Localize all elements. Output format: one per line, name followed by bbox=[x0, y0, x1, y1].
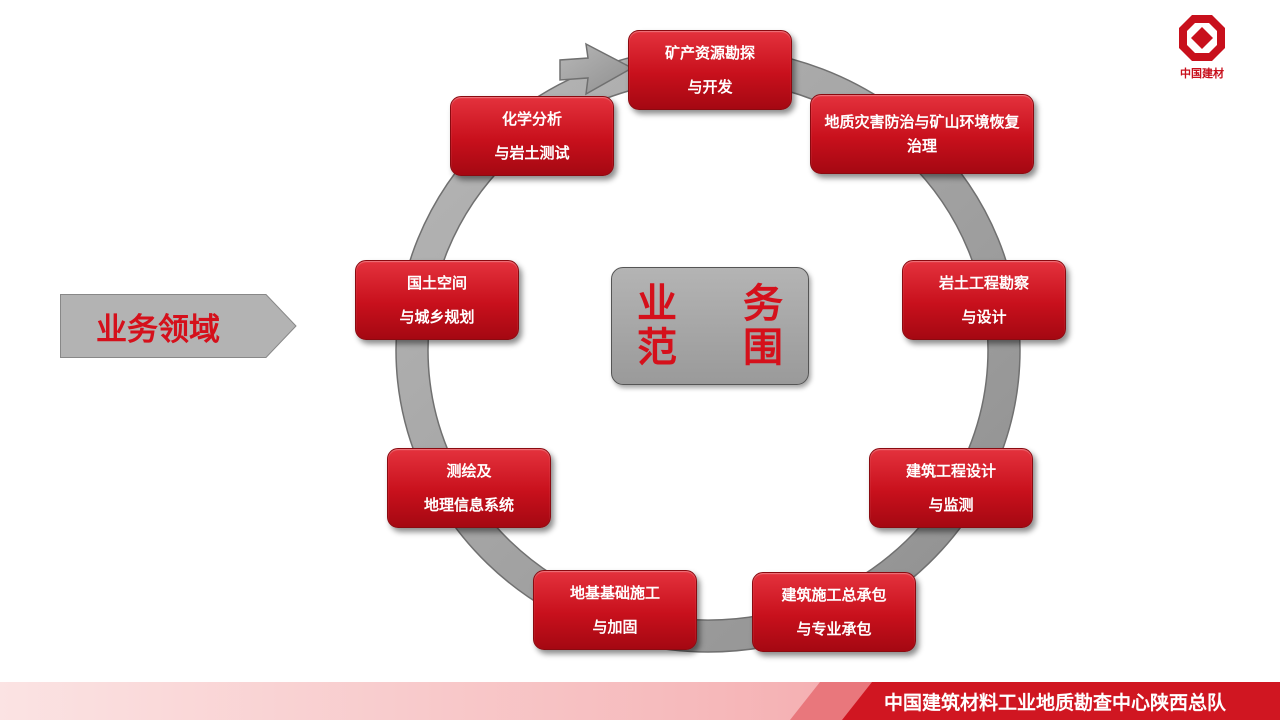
business-domain-label: 业务领域 bbox=[96, 311, 220, 348]
left-label-arrow bbox=[60, 294, 297, 358]
center-title-line1: 业 务 bbox=[637, 281, 809, 327]
node-line2: 地理信息系统 bbox=[423, 496, 514, 514]
node-line1: 岩土工程勘察 bbox=[938, 274, 1029, 292]
node-mineral-exploration: 矿产资源勘探 与开发 bbox=[628, 30, 792, 110]
node-line2: 与监测 bbox=[928, 496, 974, 514]
node-foundation-construction: 地基基础施工 与加固 bbox=[533, 570, 697, 650]
node-line1: 国土空间 bbox=[406, 274, 467, 292]
node-line1: 建筑施工总承包 bbox=[781, 586, 887, 604]
node-line2: 与开发 bbox=[687, 78, 733, 96]
node-line2: 与专业承包 bbox=[796, 620, 872, 638]
center-scope-box: 业 务 范 围 bbox=[611, 267, 809, 385]
node-line1: 测绘及 bbox=[446, 462, 492, 480]
node-line2: 与岩土测试 bbox=[494, 144, 570, 162]
node-line1: 化学分析 bbox=[501, 110, 562, 128]
node-line1: 地基基础施工 bbox=[569, 584, 660, 602]
node-chemical-analysis: 化学分析 与岩土测试 bbox=[450, 96, 614, 176]
company-logo: 中国建材 bbox=[1176, 14, 1228, 81]
node-land-planning: 国土空间 与城乡规划 bbox=[355, 260, 519, 340]
octagon-logo-icon bbox=[1179, 15, 1225, 61]
node-construction-contracting: 建筑施工总承包 与专业承包 bbox=[752, 572, 916, 652]
logo-text: 中国建材 bbox=[1180, 67, 1224, 80]
center-title-line2: 范 围 bbox=[637, 325, 809, 371]
node-line2: 与设计 bbox=[961, 308, 1007, 326]
node-geotech-survey: 岩土工程勘察 与设计 bbox=[902, 260, 1066, 340]
node-line2: 与城乡规划 bbox=[399, 308, 475, 326]
node-line2: 治理 bbox=[906, 137, 937, 155]
node-surveying-gis: 测绘及 地理信息系统 bbox=[387, 448, 551, 528]
footer-org-title: 中国建筑材料工业地质勘查中心陕西总队 bbox=[883, 691, 1226, 714]
cycle-arrow-head bbox=[559, 42, 634, 96]
node-line1: 建筑工程设计 bbox=[905, 462, 996, 480]
node-line1: 地质灾害防治与矿山环境恢复 bbox=[824, 113, 1020, 131]
node-geohazard-prevention: 地质灾害防治与矿山环境恢复 治理 bbox=[810, 94, 1034, 174]
node-building-design: 建筑工程设计 与监测 bbox=[869, 448, 1033, 528]
node-line2: 与加固 bbox=[592, 618, 638, 636]
node-line1: 矿产资源勘探 bbox=[664, 44, 755, 62]
footer-band bbox=[0, 682, 1280, 720]
